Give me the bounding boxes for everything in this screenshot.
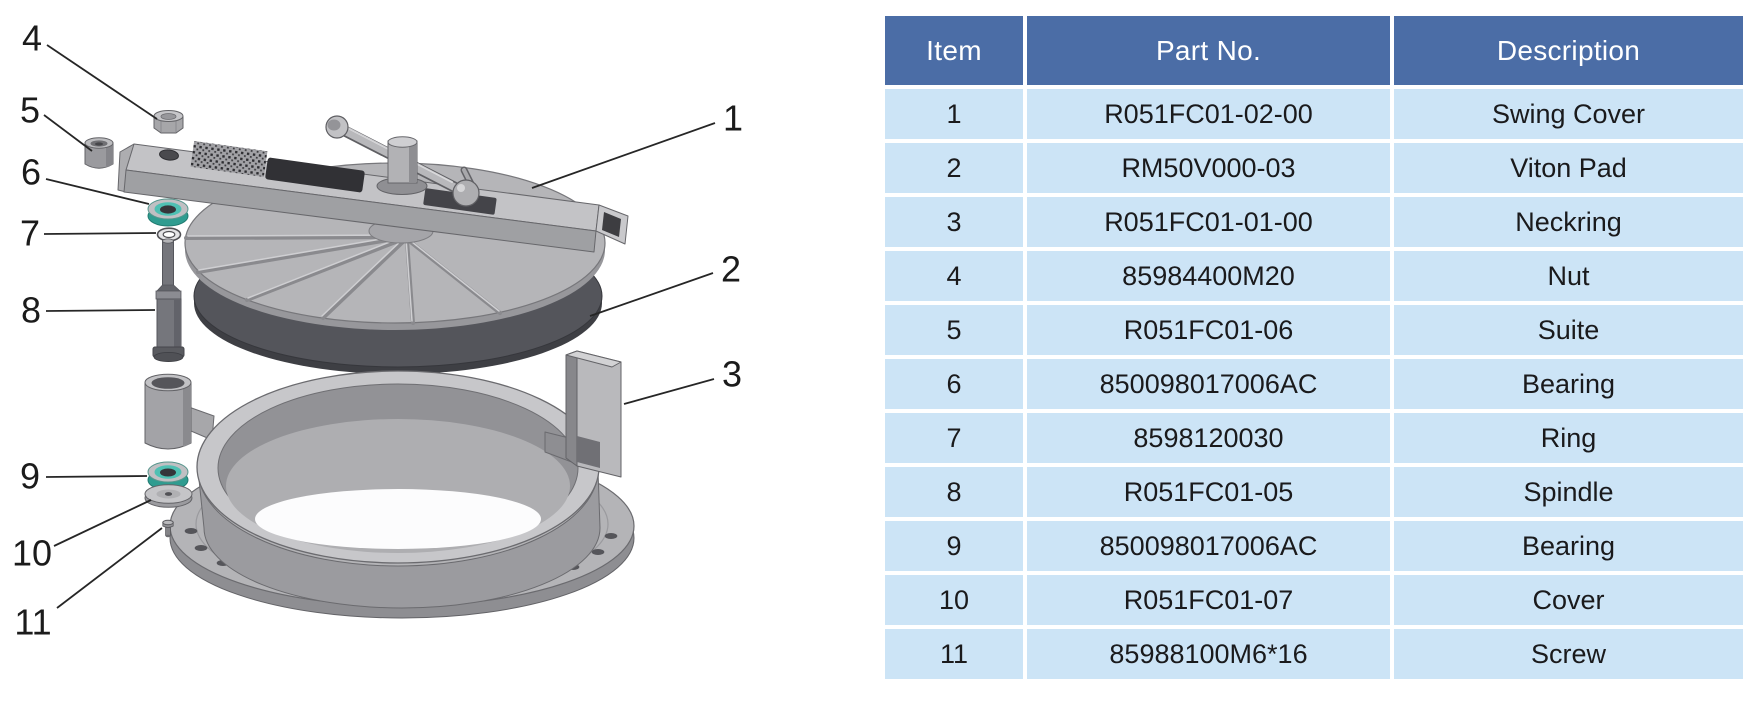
hinge-bracket (544, 350, 622, 478)
exploded-diagram: 1 2 3 4 5 6 7 8 9 10 11 (12, 18, 743, 643)
row-8-description: Spindle (1394, 467, 1743, 517)
callout-label-9: 9 (20, 456, 40, 497)
guide-tube (144, 373, 215, 450)
row-4-part-no: 85984400M20 (1027, 251, 1390, 301)
row-3-part-no: R051FC01-01-00 (1027, 197, 1390, 247)
row-8-item: 8 (885, 467, 1023, 517)
row-4-item: 4 (885, 251, 1023, 301)
callout-label-5: 5 (20, 90, 40, 131)
leader-lines (43, 44, 716, 609)
row-5-item: 5 (885, 305, 1023, 355)
row-7-item: 7 (885, 413, 1023, 463)
row-10-item: 10 (885, 575, 1023, 625)
neckring (169, 370, 635, 619)
callout-label-8: 8 (21, 290, 41, 331)
row-2-part-no: RM50V000-03 (1027, 143, 1390, 193)
callout-label-10: 10 (12, 533, 52, 574)
row-3-description: Neckring (1394, 197, 1743, 247)
nut-part (153, 110, 184, 134)
suite-part (84, 137, 114, 169)
bearing-upper (147, 198, 189, 227)
t-handle (325, 115, 480, 207)
exploded-diagram-panel: 1 2 3 4 5 6 7 8 9 10 11 (0, 0, 770, 700)
callout-label-1: 1 (723, 98, 743, 139)
callout-label-6: 6 (21, 152, 41, 193)
callout-label-4: 4 (22, 18, 42, 59)
row-1-item: 1 (885, 89, 1023, 139)
row-2-description: Viton Pad (1394, 143, 1743, 193)
screw-part (162, 519, 174, 538)
swing-arm (117, 140, 629, 253)
row-9-description: Bearing (1394, 521, 1743, 571)
callout-label-2: 2 (721, 249, 741, 290)
row-7-part-no: 8598120030 (1027, 413, 1390, 463)
spindle-part (152, 238, 185, 362)
row-6-description: Bearing (1394, 359, 1743, 409)
header-cell-item: Item (885, 16, 1023, 85)
row-9-item: 9 (885, 521, 1023, 571)
callout-label-7: 7 (20, 213, 40, 254)
row-11-part-no: 85988100M6*16 (1027, 629, 1390, 679)
row-7-description: Ring (1394, 413, 1743, 463)
row-10-part-no: R051FC01-07 (1027, 575, 1390, 625)
row-6-part-no: 850098017006AC (1027, 359, 1390, 409)
row-6-item: 6 (885, 359, 1023, 409)
header-cell-part-no: Part No. (1027, 16, 1390, 85)
parts-table: Item Part No. Description 1 R051FC01-02-… (885, 16, 1743, 679)
callout-label-11: 11 (14, 602, 51, 643)
row-9-part-no: 850098017006AC (1027, 521, 1390, 571)
callout-labels: 1 2 3 4 5 6 7 8 9 10 11 (12, 18, 743, 643)
row-2-item: 2 (885, 143, 1023, 193)
row-5-part-no: R051FC01-06 (1027, 305, 1390, 355)
row-4-description: Nut (1394, 251, 1743, 301)
row-5-description: Suite (1394, 305, 1743, 355)
row-11-description: Screw (1394, 629, 1743, 679)
row-3-item: 3 (885, 197, 1023, 247)
callout-label-3: 3 (722, 354, 742, 395)
row-8-part-no: R051FC01-05 (1027, 467, 1390, 517)
row-11-item: 11 (885, 629, 1023, 679)
header-cell-description: Description (1394, 16, 1743, 85)
row-1-description: Swing Cover (1394, 89, 1743, 139)
cover-washer (144, 484, 193, 508)
row-1-part-no: R051FC01-02-00 (1027, 89, 1390, 139)
row-10-description: Cover (1394, 575, 1743, 625)
